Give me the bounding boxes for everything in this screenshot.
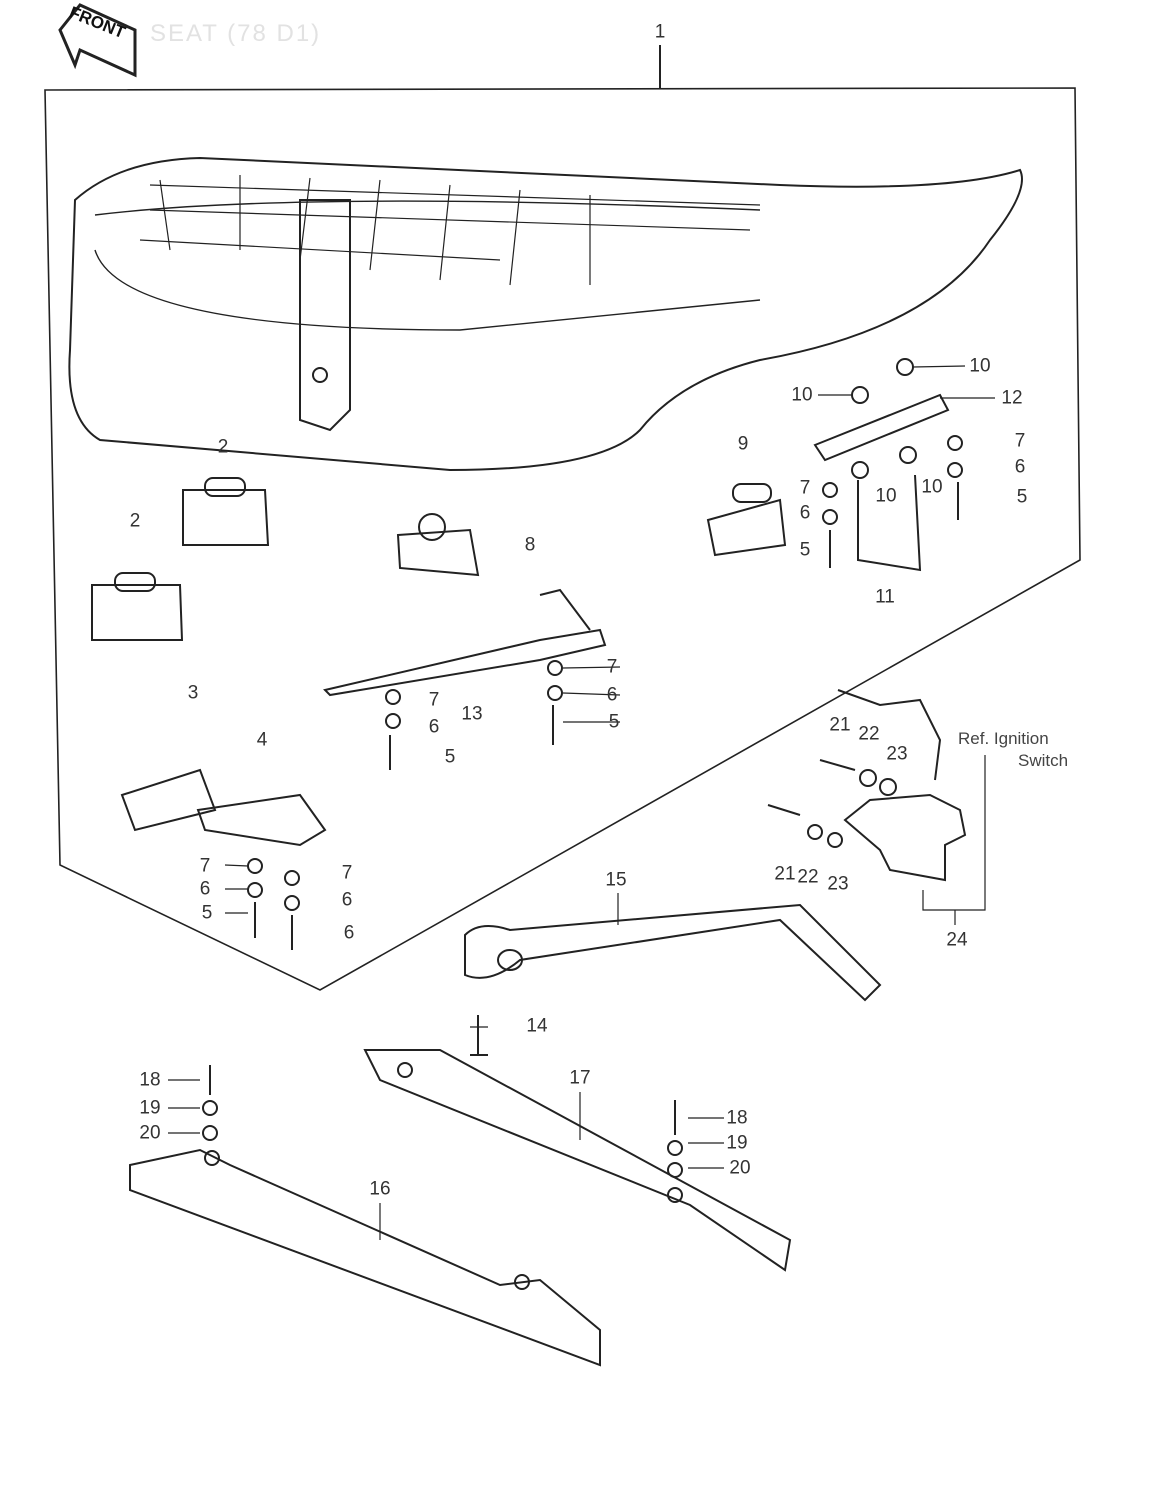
part-callout-4: 4 [256, 729, 268, 751]
part-callout-19: 19 [139, 1097, 161, 1119]
part-callout-6: 6 [428, 716, 440, 738]
part-callout-6: 6 [606, 684, 618, 706]
part-callout-10: 10 [921, 476, 943, 498]
part-callout-21: 21 [774, 863, 796, 885]
part-callout-7: 7 [428, 689, 440, 711]
seat-pad-3 [120, 768, 217, 832]
bolt-14 [470, 1015, 488, 1056]
part-callout-10: 10 [969, 355, 991, 377]
reference-line-2: Switch [1018, 751, 1069, 770]
assembly-frame [44, 87, 1081, 991]
part-callout-7: 7 [199, 855, 211, 877]
part-callout-7: 7 [799, 477, 811, 499]
part-callout-20: 20 [139, 1122, 161, 1144]
part-callout-9: 9 [737, 433, 749, 455]
part-callout-5: 5 [201, 902, 213, 924]
part-callout-5: 5 [1016, 486, 1028, 508]
helmet-hook-stay-15 [464, 903, 882, 1002]
seat-damper [706, 483, 787, 557]
part-callout-3: 3 [187, 682, 199, 704]
seat-damper [182, 477, 270, 546]
part-callout-18: 18 [726, 1107, 748, 1129]
part-callout-21: 21 [829, 714, 851, 736]
seat [68, 156, 1023, 472]
part-callout-20: 20 [729, 1157, 751, 1179]
part-callout-6: 6 [343, 922, 355, 944]
front-arrow-icon [58, 3, 137, 78]
seat-hook-4 [196, 793, 327, 847]
u-bolt-11 [857, 474, 922, 572]
part-callout-6: 6 [341, 889, 353, 911]
part-callout-6: 6 [799, 502, 811, 524]
part-callout-2: 2 [129, 510, 141, 532]
rail-16 [129, 1148, 601, 1367]
part-callout-5: 5 [444, 746, 456, 768]
part-callout-5: 5 [799, 539, 811, 561]
seat-strap [299, 199, 351, 432]
bracket-13 [323, 588, 607, 697]
part-callout-6: 6 [199, 878, 211, 900]
page-title-watermark: SEAT (78 D1) [150, 20, 322, 47]
part-callout-1: 1 [654, 21, 666, 43]
part-callout-2: 2 [217, 436, 229, 458]
seat-damper [91, 572, 184, 641]
part-callout-18: 18 [139, 1069, 161, 1091]
seat-bracket-8 [396, 513, 480, 577]
part-callout-23: 23 [827, 873, 849, 895]
part-callout-5: 5 [608, 711, 620, 733]
part-callout-12: 12 [1001, 387, 1023, 409]
part-callout-23: 23 [886, 743, 908, 765]
part-callout-22: 22 [797, 866, 819, 888]
part-callout-8: 8 [524, 534, 536, 556]
ignition-switch-reference: Ref. Ignition Switch [958, 728, 1068, 772]
part-callout-7: 7 [1014, 430, 1026, 452]
part-callout-14: 14 [526, 1015, 548, 1037]
ignition-switch [843, 793, 967, 882]
part-callout-17: 17 [569, 1067, 591, 1089]
part-callout-15: 15 [605, 869, 627, 891]
part-callout-10: 10 [791, 384, 813, 406]
reference-line-1: Ref. Ignition [958, 729, 1049, 748]
rail-17 [363, 1049, 792, 1272]
part-callout-22: 22 [858, 723, 880, 745]
part-callout-10: 10 [875, 485, 897, 507]
part-callout-13: 13 [461, 703, 483, 725]
part-callout-19: 19 [726, 1132, 748, 1154]
part-callout-7: 7 [606, 656, 618, 678]
part-callout-7: 7 [341, 862, 353, 884]
bracket-12 [813, 393, 950, 462]
part-callout-16: 16 [369, 1178, 391, 1200]
part-callout-6: 6 [1014, 456, 1026, 478]
part-callout-11: 11 [875, 586, 895, 608]
part-callout-24: 24 [946, 929, 968, 951]
